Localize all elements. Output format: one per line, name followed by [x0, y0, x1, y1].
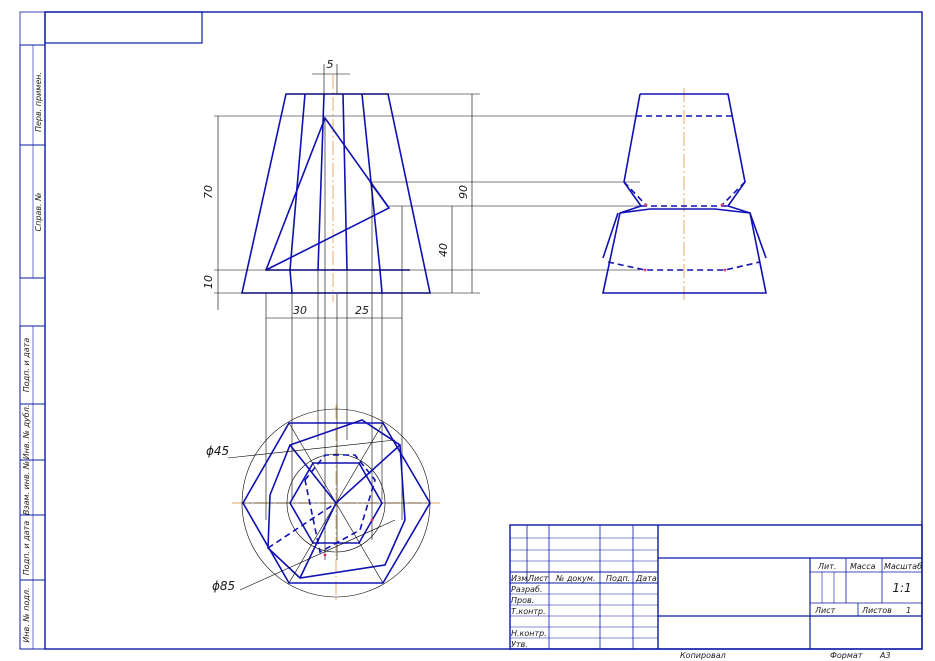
tb-lit: Лит.	[817, 562, 836, 571]
stamp-inv-podl: Инв. № подл.	[22, 587, 31, 642]
footer: Копировал Формат А3	[680, 651, 891, 660]
tb-role-utv: Утв.	[511, 640, 528, 649]
stamp-first-use: Перв. примен.	[34, 72, 43, 132]
footer-format-label: Формат	[830, 651, 863, 660]
tb-scale-value: 1:1	[892, 581, 911, 595]
tb-sheets-label: Листов	[861, 606, 892, 615]
drawing-frame	[19, 11, 923, 650]
stamp-sign-date-1: Подп. и дата	[22, 338, 31, 393]
tb-role-prov: Пров.	[511, 596, 534, 605]
dim-70: 70	[202, 185, 215, 199]
tb-header-list: Лист	[527, 574, 549, 583]
dim-30: 30	[293, 304, 307, 317]
stamp-vzam-inv: Взам. инв. №	[22, 461, 31, 515]
dim-phi85: ϕ85	[212, 579, 235, 593]
tb-role-razrab: Разраб.	[511, 585, 542, 594]
side-stamp-labels: Перв. примен. Справ. № Подп. и дата Инв.…	[22, 72, 43, 643]
footer-copied: Копировал	[680, 651, 726, 660]
projection-lines	[265, 118, 403, 560]
tb-massa: Масса	[850, 562, 876, 571]
front-dimensions: 5 70 90 40 10 30 25	[202, 58, 640, 319]
tb-sheets-value: 1	[906, 606, 911, 615]
footer-format-value: А3	[879, 651, 891, 660]
dim-5: 5	[327, 58, 334, 71]
front-view	[241, 75, 431, 302]
top-view: ϕ45 ϕ85	[206, 405, 440, 600]
dim-phi45: ϕ45	[206, 444, 229, 458]
tb-header-izm: Изм.	[511, 574, 530, 583]
tb-masshtab: Масштаб	[884, 562, 922, 571]
tb-header-sign: Подп.	[606, 574, 630, 583]
tb-sheet-label: Лист	[814, 606, 836, 615]
side-view	[602, 88, 767, 300]
stamp-reference-no: Справ. №	[34, 193, 43, 232]
tb-role-tkontr: Т.контр.	[511, 607, 546, 616]
stamp-inv-dubl: Инв. № дубл.	[22, 405, 31, 460]
tb-header-doc: № докум.	[555, 574, 595, 583]
dim-10: 10	[202, 275, 215, 289]
dim-25: 25	[355, 304, 369, 317]
dim-40: 40	[437, 243, 450, 257]
dim-90: 90	[457, 185, 470, 199]
tb-header-date: Дата	[635, 574, 657, 583]
stamp-sign-date-2: Подп. и дата	[22, 521, 31, 576]
tb-role-nkontr: Н.контр.	[511, 629, 547, 638]
title-block: Изм. Лист № докум. Подп. Дата Разраб. Пр…	[509, 524, 923, 650]
